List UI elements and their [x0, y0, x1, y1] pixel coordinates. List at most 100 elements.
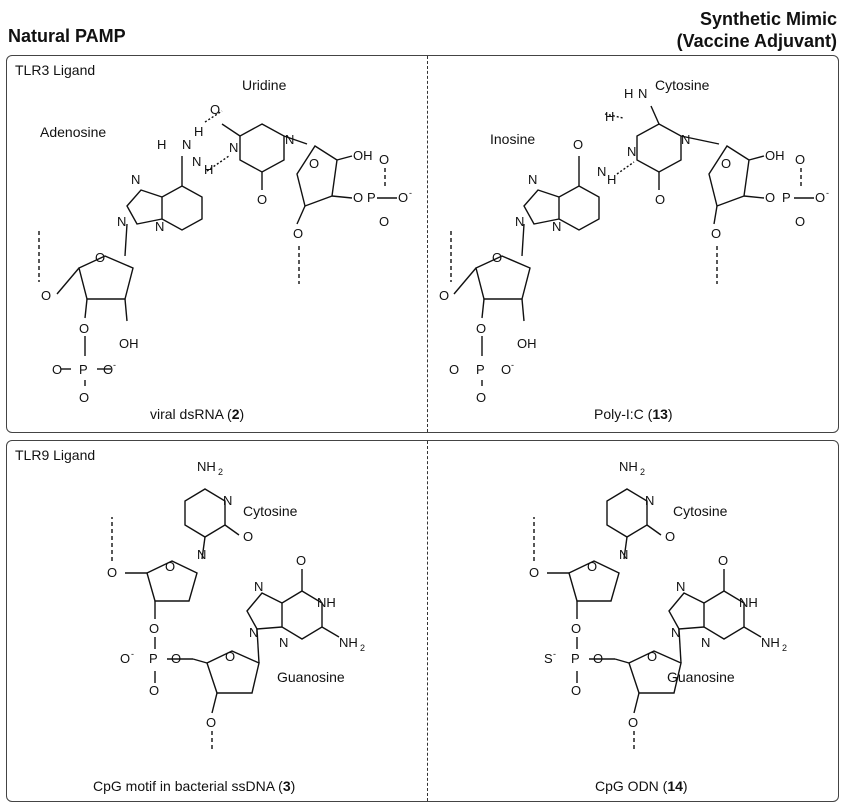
svg-text:O: O [149, 683, 159, 698]
panel-divider [427, 441, 428, 801]
caption-viral-dsrna-close: ) [239, 406, 245, 422]
svg-text:OH: OH [353, 148, 373, 163]
svg-text:2: 2 [782, 643, 787, 653]
label-cytosine-top: Cytosine [655, 77, 710, 93]
svg-text:H: H [194, 124, 203, 139]
svg-text:OH: OH [765, 148, 785, 163]
svg-text:2: 2 [360, 643, 365, 653]
svg-text:N: N [627, 144, 636, 159]
panel-divider [427, 56, 428, 432]
svg-text:O: O [293, 226, 303, 241]
header-synthetic-mimic-line1: Synthetic Mimic [699, 9, 837, 29]
tlr9-panel: TLR9 Ligand Cytosine Guanosine Cytosine … [6, 440, 839, 802]
dsrna-structure: N N N N H N H H O N N O O O OH O O P O -… [38, 102, 412, 405]
svg-text:-: - [553, 649, 556, 659]
svg-text:N: N [619, 547, 628, 562]
caption-poly-ic-text: Poly-I:C ( [594, 406, 653, 422]
svg-text:O: O [165, 559, 175, 574]
svg-text:OH: OH [119, 336, 139, 351]
poly-ic-structure: N N N N H O H N H N N O O O OH O O P O -… [439, 86, 829, 405]
label-guanosine-right: Guanosine [667, 669, 735, 685]
caption-cpg-odn-close: ) [682, 778, 688, 794]
svg-text:N: N [701, 635, 710, 650]
svg-text:N: N [254, 579, 263, 594]
label-inosine: Inosine [490, 131, 536, 147]
svg-text:N: N [117, 214, 126, 229]
caption-poly-ic: Poly-I:C (13) [594, 406, 673, 422]
panel-title-tlr3: TLR3 Ligand [15, 62, 96, 78]
svg-text:N: N [249, 625, 258, 640]
tlr3-panel: TLR3 Ligand Adenosine Uridine Inosine Cy… [6, 55, 839, 433]
svg-text:O: O [379, 152, 389, 167]
svg-text:P: P [149, 651, 158, 666]
svg-text:O: O [79, 321, 89, 336]
svg-text:O: O [296, 553, 306, 568]
svg-text:O: O [476, 390, 486, 405]
svg-text:P: P [782, 190, 791, 205]
label-adenosine: Adenosine [40, 124, 107, 140]
svg-text:O: O [647, 649, 657, 664]
svg-text:NH: NH [317, 595, 336, 610]
label-cytosine-left: Cytosine [243, 503, 298, 519]
svg-text:O: O [41, 288, 51, 303]
svg-text:O: O [587, 559, 597, 574]
svg-text:O: O [52, 362, 62, 377]
svg-text:N: N [645, 493, 654, 508]
svg-text:O: O [721, 156, 731, 171]
svg-text:H: H [607, 172, 616, 187]
svg-text:O: O [529, 565, 539, 580]
caption-cpg-odn-number: 14 [667, 778, 683, 794]
svg-text:2: 2 [218, 467, 223, 477]
svg-text:N: N [192, 154, 201, 169]
svg-text:P: P [367, 190, 376, 205]
svg-text:NH: NH [197, 459, 216, 474]
svg-text:O: O [501, 362, 511, 377]
svg-text:O: O [449, 362, 459, 377]
caption-viral-dsrna-number: 2 [231, 406, 240, 422]
svg-text:O: O [120, 651, 130, 666]
svg-text:S: S [544, 651, 553, 666]
caption-cpg-motif-text: CpG motif in bacterial ssDNA ( [93, 778, 283, 794]
caption-cpg-motif: CpG motif in bacterial ssDNA (3) [93, 778, 295, 794]
caption-cpg-odn: CpG ODN (14) [595, 778, 688, 794]
svg-text:N: N [638, 86, 647, 101]
svg-text:O: O [593, 651, 603, 666]
caption-poly-ic-close: ) [667, 406, 673, 422]
header-synthetic-mimic: Synthetic Mimic (Vaccine Adjuvant) [677, 8, 837, 52]
svg-text:O: O [628, 715, 638, 730]
svg-text:O: O [655, 192, 665, 207]
svg-text:O: O [309, 156, 319, 171]
svg-text:H: H [605, 109, 614, 124]
caption-viral-dsrna: viral dsRNA (2) [150, 406, 244, 422]
svg-text:H: H [624, 86, 633, 101]
svg-text:NH: NH [761, 635, 780, 650]
svg-text:O: O [243, 529, 253, 544]
svg-text:N: N [285, 132, 294, 147]
label-uridine: Uridine [242, 77, 287, 93]
svg-text:O: O [398, 190, 408, 205]
svg-text:NH: NH [339, 635, 358, 650]
panel-title-tlr9: TLR9 Ligand [15, 447, 96, 463]
label-cytosine-right: Cytosine [673, 503, 728, 519]
svg-text:O: O [665, 529, 675, 544]
svg-text:N: N [552, 219, 561, 234]
svg-text:N: N [155, 219, 164, 234]
svg-text:O: O [379, 214, 389, 229]
svg-text:-: - [511, 360, 514, 370]
svg-text:O: O [353, 190, 363, 205]
label-guanosine-left: Guanosine [277, 669, 345, 685]
svg-text:O: O [257, 192, 267, 207]
header-natural-pamp: Natural PAMP [8, 26, 126, 46]
svg-text:P: P [79, 362, 88, 377]
svg-text:O: O [571, 683, 581, 698]
svg-text:O: O [815, 190, 825, 205]
caption-viral-dsrna-text: viral dsRNA ( [150, 406, 232, 422]
svg-text:O: O [149, 621, 159, 636]
svg-text:N: N [681, 132, 690, 147]
caption-cpg-motif-number: 3 [282, 778, 291, 794]
svg-text:NH: NH [739, 595, 758, 610]
svg-text:O: O [210, 102, 220, 117]
svg-text:NH: NH [619, 459, 638, 474]
